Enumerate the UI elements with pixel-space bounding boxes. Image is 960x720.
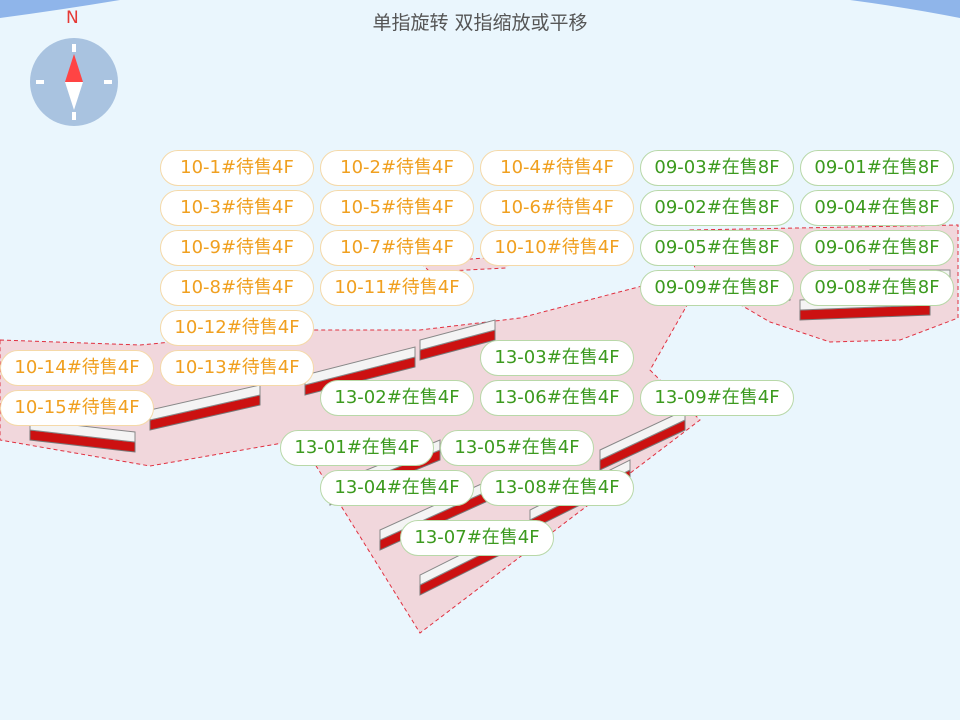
gesture-hint: 单指旋转 双指缩放或平移 bbox=[372, 12, 588, 34]
building-label[interactable]: 10-3#待售4F bbox=[160, 190, 314, 226]
building-label[interactable]: 10-10#待售4F bbox=[480, 230, 634, 266]
building-label[interactable]: 13-06#在售4F bbox=[480, 380, 634, 416]
building-label[interactable]: 10-2#待售4F bbox=[320, 150, 474, 186]
building-label[interactable]: 09-06#在售8F bbox=[800, 230, 954, 266]
building-label[interactable]: 10-15#待售4F bbox=[0, 390, 154, 426]
building-label[interactable]: 10-9#待售4F bbox=[160, 230, 314, 266]
building-label[interactable]: 13-09#在售4F bbox=[640, 380, 794, 416]
building-label[interactable]: 10-1#待售4F bbox=[160, 150, 314, 186]
building-label[interactable]: 09-01#在售8F bbox=[800, 150, 954, 186]
compass-needle-icon bbox=[36, 44, 112, 120]
building-label[interactable]: 09-03#在售8F bbox=[640, 150, 794, 186]
building-label[interactable]: 09-08#在售8F bbox=[800, 270, 954, 306]
building-label[interactable]: 13-02#在售4F bbox=[320, 380, 474, 416]
building-label[interactable]: 13-07#在售4F bbox=[400, 520, 554, 556]
building-label[interactable]: 10-7#待售4F bbox=[320, 230, 474, 266]
building-label[interactable]: 13-01#在售4F bbox=[280, 430, 434, 466]
building-label[interactable]: 10-6#待售4F bbox=[480, 190, 634, 226]
building-label[interactable]: 10-8#待售4F bbox=[160, 270, 314, 306]
building-label[interactable]: 09-09#在售8F bbox=[640, 270, 794, 306]
building-label[interactable]: 10-5#待售4F bbox=[320, 190, 474, 226]
sky-corner bbox=[850, 0, 960, 18]
building-label[interactable]: 10-12#待售4F bbox=[160, 310, 314, 346]
building-label[interactable]: 09-05#在售8F bbox=[640, 230, 794, 266]
building-roof bbox=[419, 319, 496, 351]
building-label[interactable]: 10-14#待售4F bbox=[0, 350, 154, 386]
building-label[interactable]: 13-08#在售4F bbox=[480, 470, 634, 506]
building-label[interactable]: 09-04#在售8F bbox=[800, 190, 954, 226]
building-label[interactable]: 13-05#在售4F bbox=[440, 430, 594, 466]
building-label[interactable]: 10-11#待售4F bbox=[320, 270, 474, 306]
compass[interactable] bbox=[30, 38, 118, 126]
building-label[interactable]: 13-04#在售4F bbox=[320, 470, 474, 506]
sky-corner bbox=[0, 0, 120, 18]
building-label[interactable]: 09-02#在售8F bbox=[640, 190, 794, 226]
building-label[interactable]: 10-4#待售4F bbox=[480, 150, 634, 186]
building-label[interactable]: 13-03#在售4F bbox=[480, 340, 634, 376]
building-label[interactable]: 10-13#待售4F bbox=[160, 350, 314, 386]
north-label: N bbox=[66, 8, 79, 28]
